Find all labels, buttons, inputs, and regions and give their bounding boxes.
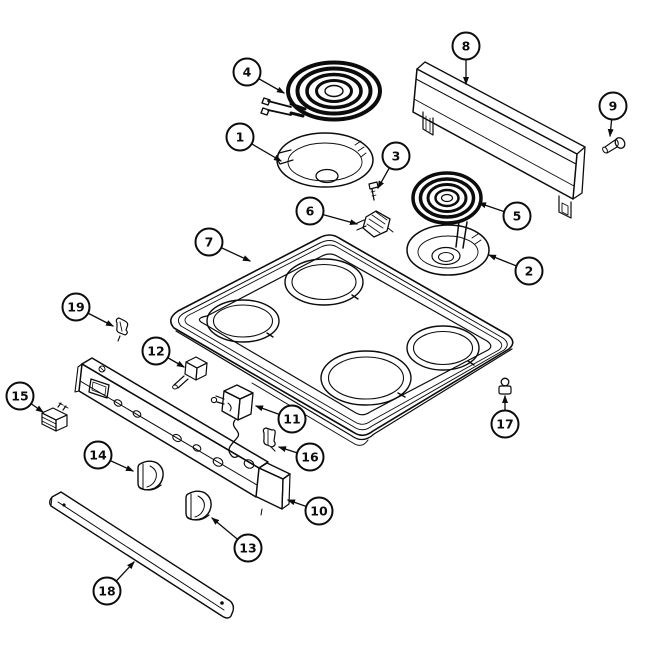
- drip-bowl-large-part: [276, 132, 374, 188]
- callout-18-label: 18: [98, 584, 115, 599]
- panel-holes: [113, 399, 255, 469]
- callout-1-label: 1: [236, 130, 245, 145]
- maintop-outer-edge: [170, 234, 514, 437]
- callout-3-label: 3: [392, 149, 401, 164]
- callout-12-label: 12: [147, 344, 164, 359]
- callout-11: 11: [255, 404, 307, 434]
- backguard-left-foot: [422, 111, 434, 136]
- callout-19: 19: [61, 292, 114, 327]
- panel-display-cutout: [88, 378, 110, 399]
- maintop-apron-edge-2: [251, 382, 369, 446]
- callout-1: 1: [225, 122, 282, 162]
- control-panel-part: [74, 357, 291, 516]
- callout-11-label: 11: [283, 412, 300, 427]
- burner-opening-right: [406, 325, 480, 371]
- panel-left-end: [74, 363, 83, 393]
- clip-16-part: [262, 427, 276, 452]
- switch-block-12-part: [172, 356, 208, 390]
- panel-front-face: [78, 363, 260, 498]
- callout-13: 13: [211, 517, 263, 563]
- callout-16-label: 16: [301, 450, 319, 465]
- element-receptacle-part: [354, 210, 394, 238]
- backguard-part: [412, 61, 586, 219]
- burner-opening-front-left: [206, 299, 280, 343]
- callout-18: 18: [92, 561, 135, 606]
- callout-9: 9: [598, 91, 628, 137]
- callout-7-label: 7: [205, 235, 214, 250]
- panel-end-cap: [256, 462, 291, 516]
- maintop-surface-line: [198, 253, 492, 416]
- callout-2: 2: [488, 254, 544, 286]
- surface-element-small-part: [411, 171, 483, 249]
- bowl-hatch: [354, 140, 367, 158]
- callout-17: 17: [490, 395, 520, 439]
- callout-7: 7: [194, 227, 251, 262]
- callout-5: 5: [478, 201, 532, 231]
- callout-6-label: 6: [306, 204, 315, 219]
- callout-8: 8: [451, 31, 481, 85]
- callout-19-label: 19: [67, 300, 84, 315]
- bowl-hatch: [471, 233, 482, 245]
- callout-17-label: 17: [496, 417, 513, 432]
- bowl-notch: [277, 149, 294, 165]
- callout-12: 12: [141, 336, 185, 368]
- callout-3: 3: [377, 141, 411, 189]
- callout-13-label: 13: [239, 541, 256, 556]
- callout-16: 16: [278, 442, 325, 472]
- burner-opening-front-center: [320, 350, 412, 406]
- callouts: 1 2 3 4 5 6 7: [5, 31, 628, 606]
- callout-10-label: 10: [310, 504, 328, 519]
- screw-3-part: [368, 181, 379, 201]
- callout-10: 10: [287, 496, 334, 526]
- callout-14: 14: [83, 440, 134, 472]
- callout-4: 4: [232, 57, 285, 94]
- callout-15: 15: [5, 381, 44, 413]
- switch-wire: [228, 419, 240, 459]
- switch-11-part: [210, 384, 254, 459]
- callout-5-label: 5: [513, 209, 522, 224]
- maintop-apron-edge: [175, 330, 513, 441]
- trim-strip-part: [49, 491, 235, 619]
- callout-9-label: 9: [609, 99, 618, 114]
- receptacle-block-15-part: [41, 402, 69, 432]
- backguard-right-foot: [558, 195, 572, 219]
- callout-2-label: 2: [525, 264, 534, 279]
- maintop-rim-line: [177, 240, 508, 431]
- surface-element-large-part: [260, 60, 382, 122]
- burner-opening-rear-left: [284, 258, 364, 306]
- maintop-rim-line-2: [184, 244, 503, 425]
- callout-15-label: 15: [11, 389, 28, 404]
- panel-crease: [79, 380, 258, 486]
- callout-6: 6: [295, 196, 358, 226]
- screw-grommet-part: [498, 377, 512, 395]
- callout-4-label: 4: [243, 65, 252, 80]
- element-terminals: [260, 97, 307, 118]
- main-top-part: [170, 234, 514, 446]
- clip-19-part: [115, 317, 129, 342]
- drip-bowl-small-part: [406, 224, 490, 276]
- callout-14-label: 14: [89, 448, 107, 463]
- callout-8-label: 8: [462, 39, 471, 54]
- control-knob-13-part: [185, 490, 212, 521]
- screw-9-part: [602, 137, 626, 154]
- control-knob-14-part: [137, 460, 164, 491]
